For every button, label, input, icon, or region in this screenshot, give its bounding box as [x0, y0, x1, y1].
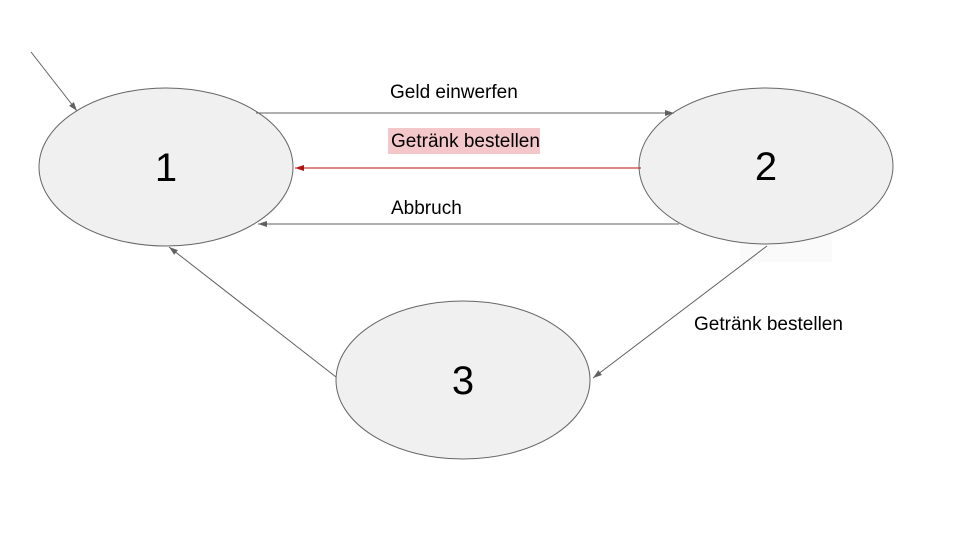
transition-start-1[interactable]	[30, 51, 78, 112]
state-3-shape	[335, 300, 591, 460]
transition-3-1-line	[168, 246, 337, 378]
transition-2-1-abbruch-label: Abbruch	[391, 198, 462, 219]
transition-2-1-label: Getränk bestellen	[391, 131, 540, 152]
state-2-shape	[638, 87, 894, 245]
transition-2-1-getraenk-bestellen[interactable]: Getränk bestellen	[295, 128, 641, 171]
state-1-label: 1	[155, 146, 177, 190]
transition-1-2-geld-einwerfen[interactable]: Geld einwerfen	[256, 82, 674, 116]
transition-2-1-abbruch[interactable]: Abbruch	[258, 198, 679, 227]
transition-1-2-label: Geld einwerfen	[390, 82, 518, 103]
state-3-label: 3	[452, 359, 474, 403]
transition-2-1-label-highlight	[388, 128, 540, 154]
transition-start-1-line	[30, 51, 78, 112]
state-1[interactable]: 1	[38, 87, 294, 247]
transition-2-3-getraenk-bestellen[interactable]: Getränk bestellen	[592, 245, 843, 379]
state-3[interactable]: 3	[335, 300, 591, 460]
transition-2-3-label: Getränk bestellen	[694, 314, 843, 335]
state-2[interactable]: 2	[638, 87, 894, 245]
state-1-shape	[38, 87, 294, 247]
transition-3-1[interactable]	[168, 246, 337, 378]
state-2-label: 2	[755, 145, 777, 189]
transition-2-3-line	[592, 245, 768, 379]
